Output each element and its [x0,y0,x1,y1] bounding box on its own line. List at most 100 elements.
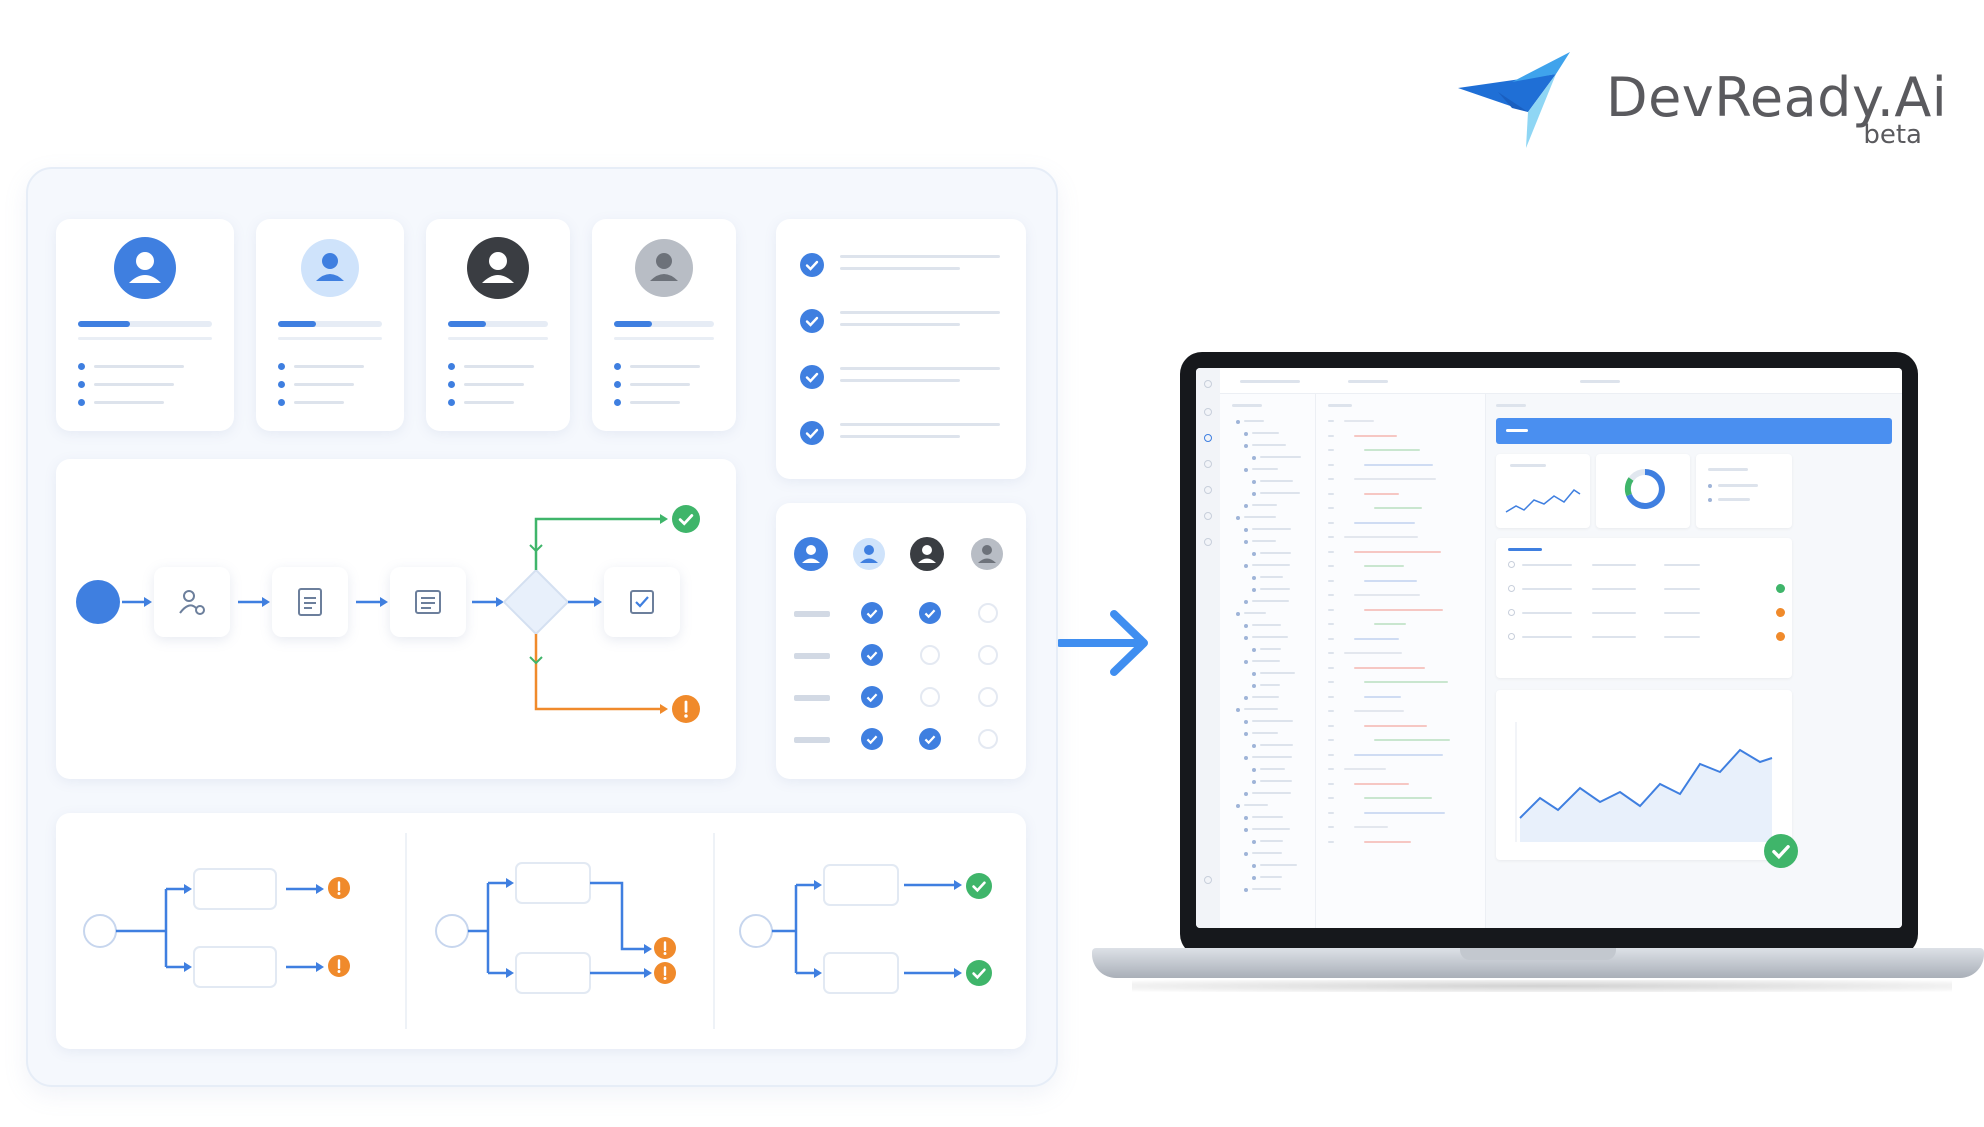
tree-node-dot [1244,468,1248,472]
code-line [1354,478,1436,480]
tree-node-line [1252,468,1278,470]
tree-node-dot [1236,804,1240,808]
tree-node-dot [1252,684,1256,688]
code-line-number [1328,826,1334,828]
branching-flows-card [56,813,1026,1049]
tree-node-dot [1244,564,1248,568]
tree-node-dot [1244,696,1248,700]
task-complete-step [604,567,680,637]
tree-node-line [1244,804,1268,806]
code-line [1364,579,1417,582]
tree-node-line [1252,816,1283,818]
tree-node-line [1252,756,1292,758]
tree-node-dot [1252,672,1256,676]
user-avatar-icon [853,538,885,570]
user-avatar-icon [301,239,359,297]
tree-node-dot [1236,612,1240,616]
tree-node-line [1260,576,1283,578]
code-line [1364,724,1427,727]
code-line [1364,492,1399,495]
code-line-number [1328,521,1334,524]
laptop-screen-frame [1180,352,1918,956]
code-line [1354,666,1425,669]
tree-node-dot [1252,744,1256,748]
check-icon [800,253,824,277]
code-line [1364,797,1432,799]
code-line-number [1328,420,1334,422]
code-line [1344,420,1374,422]
workflow-panel [26,167,1058,1087]
tree-node-dot [1252,576,1256,580]
tree-node-line [1252,732,1278,734]
user-avatar-icon [910,537,944,571]
tree-node-dot [1244,792,1248,796]
tree-node-dot [1252,840,1256,844]
exclamation-icon [672,695,700,723]
tree-node-line [1260,864,1297,866]
tree-node-line [1244,708,1278,710]
tree-node-line [1260,876,1282,878]
brand-tag: beta [1863,120,1922,150]
table-cell [1592,636,1636,638]
user-avatar-icon [467,237,529,299]
code-line-number [1328,478,1334,480]
code-line-number [1328,840,1334,843]
arrow-right-icon [1058,610,1148,676]
tree-node-dot [1252,492,1256,496]
tree-node-line [1252,720,1293,722]
workflow-diagram-card [56,459,736,779]
status-dot [1776,584,1785,593]
tree-node-line [1252,624,1281,626]
code-line [1344,536,1418,538]
tree-node-dot [1252,480,1256,484]
table-cell [1664,612,1700,614]
code-line [1354,637,1399,640]
tree-node-line [1252,828,1290,830]
check-icon [861,644,883,666]
check-icon [861,602,883,624]
tree-node-dot [1244,540,1248,544]
tree-node-line [1252,888,1281,890]
tree-node-dot [1244,444,1248,448]
tree-node-dot [1244,816,1248,820]
code-line [1364,681,1448,683]
exclamation-icon [654,962,676,984]
exclamation-icon [654,937,676,959]
tree-node-dot [1244,600,1248,604]
user-settings-icon [179,590,205,615]
code-line [1354,594,1420,596]
code-line [1354,521,1415,524]
code-line-number [1328,579,1334,582]
user-avatar-icon [635,239,693,297]
code-line-number [1328,536,1334,538]
document-step [272,567,348,637]
check-icon [861,728,883,750]
brand-name: DevReady.Ai [1606,66,1948,129]
tree-node-line [1252,540,1276,542]
tree-node-line [1244,420,1264,422]
document-icon [298,588,322,616]
tree-node-dot [1244,756,1248,760]
checklist-card [776,219,1026,479]
code-line-number [1328,449,1334,451]
code-line-number [1328,695,1334,698]
table-cell [1522,564,1572,566]
code-line-number [1328,782,1334,785]
check-icon [966,873,992,899]
code-line [1364,449,1420,451]
row-icon [1508,585,1515,592]
code-line-number [1328,623,1334,625]
user-avatar-icon [971,538,1003,570]
table-cell [1522,612,1572,614]
devready-logo: DevReady.Ai beta [1458,52,1947,162]
tree-node-line [1252,660,1280,662]
tree-node-dot [1244,732,1248,736]
tree-node-dot [1252,864,1256,868]
tree-node-dot [1252,552,1256,556]
tree-node-line [1252,696,1279,698]
check-icon [800,365,824,389]
code-line-number [1328,739,1334,741]
tree-node-dot [1244,852,1248,856]
code-line-number [1328,797,1334,799]
